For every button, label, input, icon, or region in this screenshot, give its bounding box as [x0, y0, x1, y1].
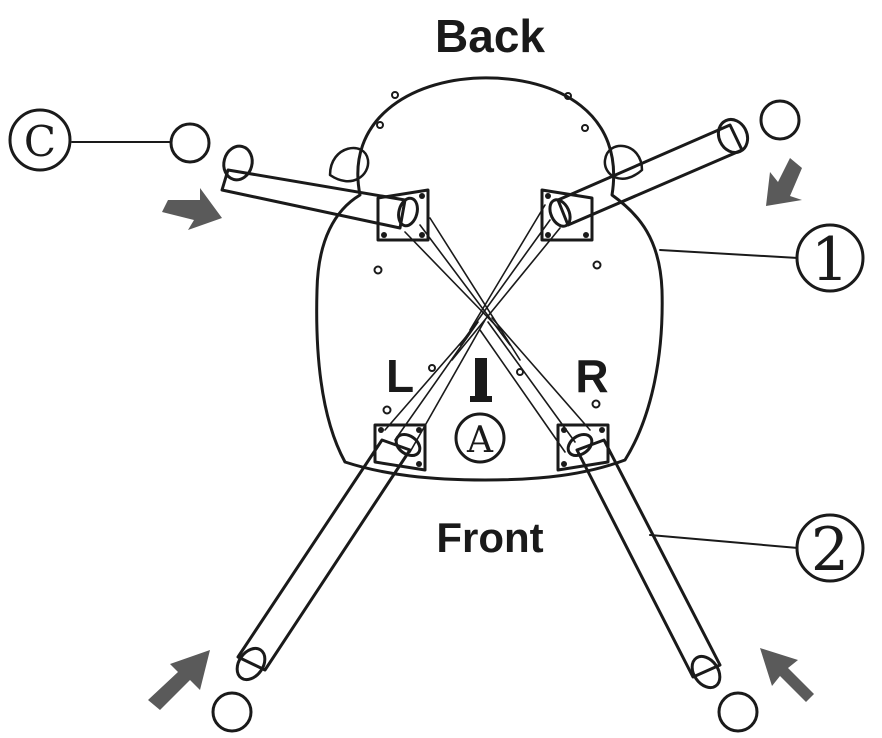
callout-c-circle: [8, 108, 72, 172]
arrow-back-right-icon: [766, 158, 802, 206]
callout-leaders: [71, 141, 799, 549]
arrow-front-left-icon: [148, 650, 210, 710]
glide-front-right: [717, 691, 759, 733]
callout-2-circle: [795, 513, 865, 583]
leg-back-right: [548, 117, 750, 228]
glide-back-right: [759, 99, 801, 141]
bracket-back-right: [540, 188, 594, 242]
leg-front-left: [235, 433, 422, 682]
cross-brace-wires: [384, 204, 591, 453]
label-part-c: C: [24, 117, 56, 166]
seat-right-cutout: [603, 144, 644, 180]
callout-a-circle: [454, 412, 506, 464]
glide-back-left: [169, 122, 211, 164]
arrow-back-left-icon: [162, 188, 222, 230]
label-front: Front: [436, 514, 543, 561]
seat-holes: [373, 91, 602, 415]
arrow-front-right-icon: [760, 648, 814, 702]
arrow-icons: [148, 158, 814, 710]
bracket-back-left: [376, 188, 430, 242]
seat-shell: [315, 76, 664, 482]
label-callout-2: 2: [811, 515, 849, 585]
label-part-a: A: [466, 420, 494, 461]
label-callout-1: 1: [811, 225, 849, 295]
seat-left-cutout: [328, 146, 370, 183]
callout-1-circle: [795, 223, 865, 293]
bracket-front-right: [556, 423, 610, 472]
label-right: R: [575, 350, 608, 402]
leg-back-left: [220, 144, 419, 230]
label-left: L: [386, 350, 414, 402]
glide-front-left: [211, 691, 253, 733]
leg-front-right: [566, 433, 722, 690]
bolt-icon: [470, 358, 492, 402]
label-back: Back: [435, 10, 545, 62]
glide-circles: [169, 99, 801, 733]
